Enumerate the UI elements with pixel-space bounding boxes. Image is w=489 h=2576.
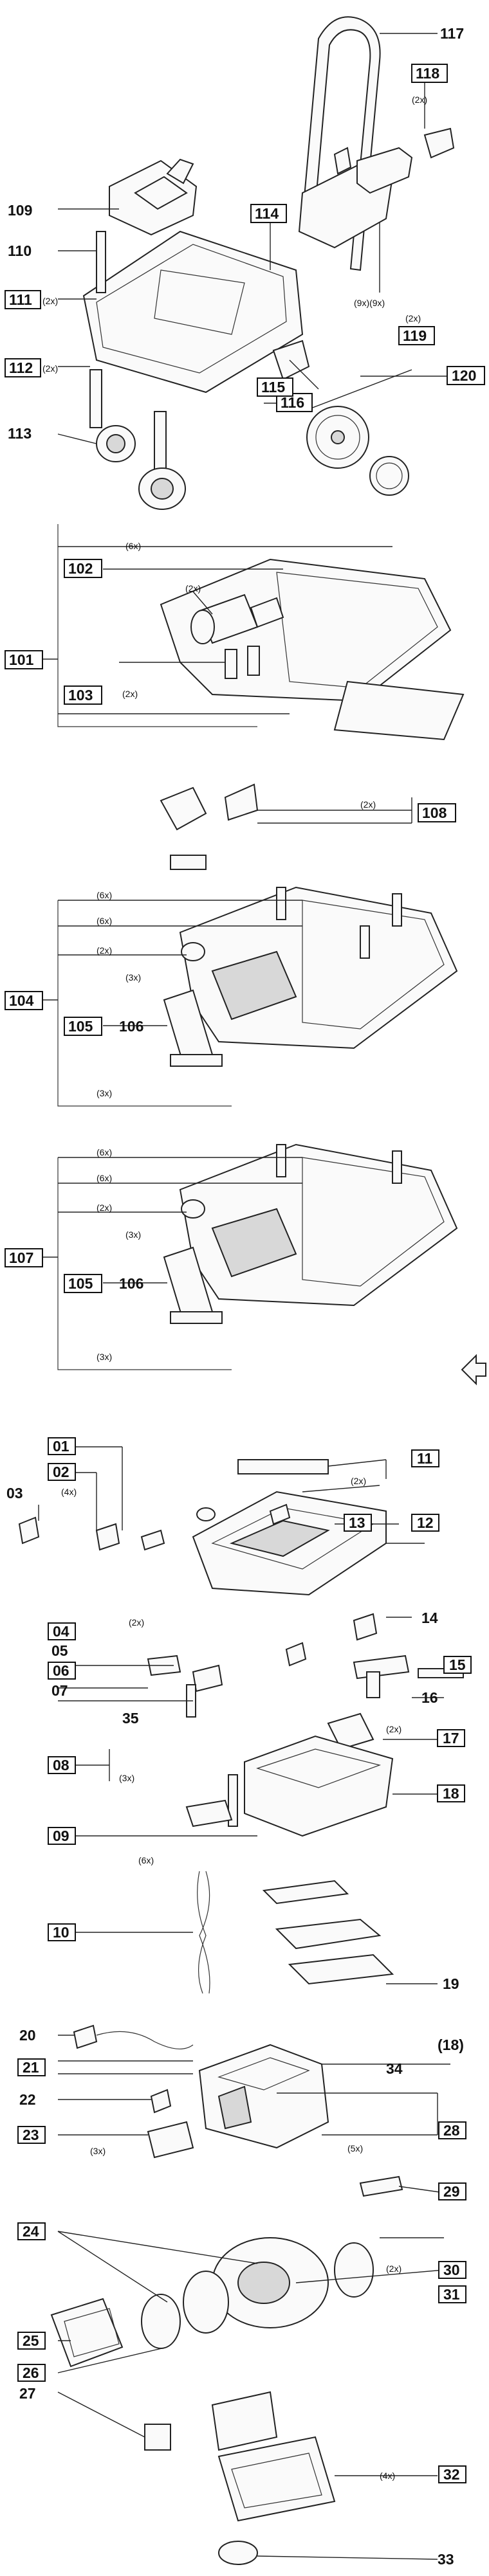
multiplier-112: (2x) [42,363,58,374]
callout-07: 07 [51,1682,68,1699]
callout-03: 03 [6,1485,23,1501]
callout-107: 107 [9,1249,33,1266]
section-107 [32,1143,486,1386]
body-top-drawing [82,230,304,394]
callout-10: 10 [53,1924,69,1941]
multiplier-2x-05: (2x) [129,1617,144,1628]
callout-27: 27 [19,2385,36,2402]
multiplier-3x-23: (3x) [90,2146,106,2156]
callout-105b: 105 [68,1275,93,1292]
section-motor [50,2024,450,2565]
multiplier-6x-107b: (6x) [97,1173,112,1183]
multiplier-2x-104: (2x) [97,945,112,956]
multiplier-111: (2x) [42,296,58,306]
callout-24: 24 [23,2223,39,2240]
callout-104: 104 [9,992,34,1009]
multiplier-6x-102: (6x) [125,541,141,551]
callout-05: 05 [51,1642,68,1659]
callout-33: 33 [438,2551,454,2568]
callout-117: 117 [440,25,464,42]
multiplier-6x-09: (6x) [138,1855,154,1865]
callout-17: 17 [443,1730,459,1746]
callout-20: 20 [19,2027,36,2044]
callout-113: 113 [8,425,32,442]
callout-114: 114 [255,205,279,222]
callout-25: 25 [23,2332,39,2349]
callout-105a: 105 [68,1018,93,1035]
multiplier-2x-17: (2x) [386,1724,401,1734]
callout-31: 31 [443,2286,460,2303]
callout-04: 04 [53,1623,69,1640]
callout-15: 15 [449,1656,466,1673]
cable-harness-drawing [197,1871,207,1994]
callout-112: 112 [9,359,33,376]
section-lid [18,1446,464,1994]
multiplier-5x-28: (5x) [347,2143,363,2154]
callout-111: 111 [9,291,32,308]
section-trolley [57,16,455,510]
callout-32: 32 [443,2466,460,2483]
multiplier-2x-108: (2x) [360,799,376,810]
callout-102: 102 [68,560,93,577]
callout-103: 103 [68,687,93,703]
callout-106b: 106 [119,1275,143,1292]
callout-28: 28 [443,2122,460,2139]
callout-115: 115 [261,379,285,395]
callout-101: 101 [9,651,34,668]
multiplier-3x-107b: (3x) [97,1352,112,1362]
multiplier-9x: (9x)(9x) [354,298,385,308]
callout-119: 119 [403,327,427,344]
multiplier-2x-30: (2x) [386,2263,401,2274]
multiplier-3x-104: (3x) [97,1088,112,1098]
multiplier-6x-107a: (6x) [97,1147,112,1157]
callout-16: 16 [421,1689,438,1706]
callout-19: 19 [443,1975,459,1992]
multiplier-4x-02: (4x) [61,1487,77,1497]
multiplier-4x-32: (4x) [380,2471,395,2481]
callout-109: 109 [8,202,32,219]
callout-106a: 106 [119,1018,143,1035]
callout-108: 108 [422,804,447,821]
multiplier-2x-107: (2x) [97,1202,112,1213]
callout-21: 21 [23,2059,39,2076]
multiplier-119: (2x) [405,313,421,323]
callout-02: 02 [53,1464,69,1480]
callout-18: 18 [443,1785,459,1802]
callout-116: 116 [281,394,304,411]
multiplier-2x-102: (2x) [185,583,201,594]
multiplier-3x-105: (3x) [125,972,141,983]
callout-01: 01 [53,1438,69,1455]
multiplier-118: (2x) [412,95,427,105]
multiplier-6x-104a: (6x) [97,890,112,900]
multiplier-2x-103: (2x) [122,689,138,699]
multiplier-2x-13: (2x) [351,1476,366,1486]
callout-12: 12 [417,1514,434,1531]
callout-34: 34 [386,2060,403,2077]
multiplier-6x-104b: (6x) [97,916,112,926]
callout-09: 09 [53,1828,69,1844]
callout-14: 14 [421,1610,438,1626]
arrow-icon [461,1354,486,1386]
callout-120: 120 [452,367,476,384]
callout-30: 30 [443,2262,460,2278]
section-101 [32,524,465,741]
multiplier-3x-107a: (3x) [125,1229,141,1240]
multiplier-3x-08: (3x) [119,1773,134,1783]
callout-08: 08 [53,1757,69,1773]
callout-23: 23 [23,2127,39,2143]
callout-110: 110 [8,242,32,259]
callout-118: 118 [416,65,439,82]
callout-26: 26 [23,2364,39,2381]
callout-29: 29 [443,2183,460,2200]
callout-13: 13 [349,1514,365,1531]
callout-18-ref: (18) [438,2036,464,2053]
callout-35: 35 [122,1710,139,1727]
callout-22: 22 [19,2091,36,2108]
callout-06: 06 [53,1662,69,1679]
section-104 [32,783,458,1107]
callout-11: 11 [417,1450,433,1467]
